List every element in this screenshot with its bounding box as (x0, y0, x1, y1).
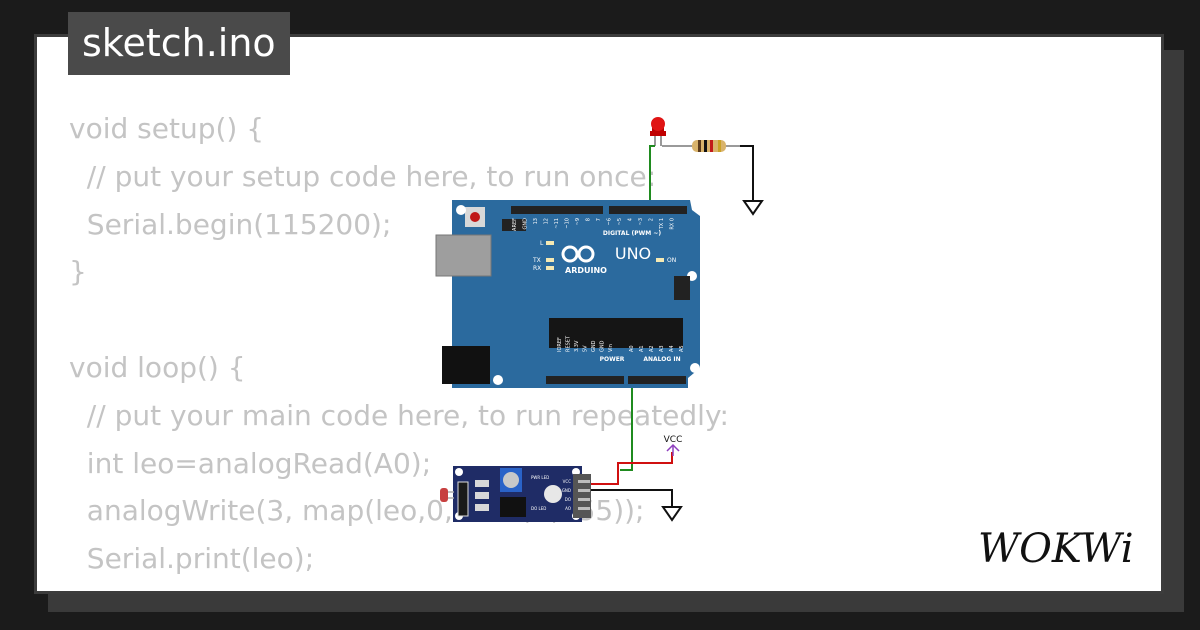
analog-header (628, 376, 686, 384)
pin-label: 4 (628, 218, 634, 221)
led-indicator (544, 485, 562, 503)
analog-header-label: ANALOG IN (643, 356, 680, 363)
usb-port (435, 234, 492, 277)
resistor[interactable] (662, 140, 740, 152)
pin-label: 7 (596, 218, 602, 221)
pin-label: ~11 (554, 218, 560, 229)
digital-header-label: DIGITAL (PWM ~) (603, 230, 661, 237)
pin-label: 5V (583, 345, 589, 352)
pin-label: 3.3V (574, 340, 580, 352)
pin-label: GND (600, 340, 606, 352)
power-jack (442, 346, 490, 384)
digital-pin-labels: AREF GND 13 12 ~11 ~10 ~9 8 7 ~6 ~5 4 ~3 2 TX 1 RX 0 (512, 218, 676, 231)
pin-label: AREF (512, 218, 518, 231)
arduino-uno-board[interactable]: UNO ARDUINO DIGITAL (PWM ~) POWER ANALOG… (435, 200, 700, 388)
sensor-pin[interactable] (578, 498, 590, 501)
code-line: } (69, 255, 87, 289)
pin-label: A4 (669, 345, 675, 352)
do-led-label: DO LED (531, 506, 546, 511)
sensor-pin-label: GND (562, 488, 571, 493)
vcc-symbol: VCC (664, 435, 683, 456)
board-model: UNO (615, 244, 651, 263)
led-on-label: ON (667, 257, 676, 264)
digital-header-right (609, 206, 687, 214)
pin-label: GND (591, 340, 597, 352)
pin-label: 2 (649, 218, 655, 221)
pin-label: RESET (566, 335, 572, 352)
sensor-pin[interactable] (578, 507, 590, 510)
pin-label: RX 0 (670, 218, 676, 230)
ground-symbol (661, 200, 764, 522)
pin-label: ~6 (607, 218, 613, 225)
atmega-chip (549, 318, 683, 348)
power-header (546, 376, 624, 384)
pwr-led-label: PWR LED (531, 475, 549, 480)
vcc-label: VCC (664, 435, 683, 445)
power-header-label: POWER (600, 356, 625, 363)
pin-label: A3 (659, 345, 665, 352)
pin-label: Vin (608, 344, 614, 352)
code-line: // put your main code here, to run repea… (69, 398, 729, 432)
code-line: // put your setup code here, to run once… (69, 159, 657, 193)
pin-label: 12 (544, 218, 550, 224)
pin-label: ~5 (617, 218, 623, 225)
pin-label: GND (523, 218, 529, 230)
code-line: } (69, 583, 729, 591)
sensor-pin-labels: VCC GND DO AO (562, 479, 590, 511)
arduino-logo-icon (561, 245, 595, 263)
photoresistor (440, 488, 448, 502)
red-led[interactable] (650, 117, 666, 146)
sensor-pin-label: DO (565, 497, 571, 502)
pin-label: ~10 (565, 218, 571, 229)
pin-label: A1 (639, 345, 645, 352)
sensor-pin-label: AO (565, 506, 571, 511)
led-l-label: L (540, 240, 544, 247)
photoresistor-sensor-module[interactable]: PWR LED DO LED VCC GND DO AO (440, 466, 591, 522)
pin-label: TX 1 (659, 218, 665, 230)
code-editor: void setup() { // put your setup code he… (69, 105, 729, 591)
sensor-pin[interactable] (578, 489, 590, 492)
analog-pin-labels: A0 A1 A2 A3 A4 A5 (629, 345, 685, 352)
sensor-pin[interactable] (578, 480, 590, 483)
code-line: void loop() { (69, 350, 246, 384)
digital-header-left (511, 206, 603, 214)
code-line: int leo=analogRead(A0); (69, 446, 432, 480)
comparator-chip (500, 497, 526, 517)
led-rx-label: RX (533, 265, 541, 272)
code-line: void setup() { (69, 112, 265, 145)
pin-label: IOREF (557, 337, 563, 352)
wokwi-logo-text: WOKWi (978, 526, 1134, 572)
code-line: Serial.begin(115200); (69, 207, 392, 241)
code-line: Serial.print(leo); (69, 542, 315, 576)
wokwi-logo: WOKWi (978, 526, 1134, 572)
pin-label: A5 (679, 345, 685, 352)
pin-label: A2 (649, 345, 655, 352)
pin-label: ~3 (638, 218, 644, 225)
board-brand: ARDUINO (565, 266, 607, 275)
pin-label: 13 (533, 218, 539, 224)
sensor-pin-label: VCC (563, 479, 572, 484)
pin-label: A0 (629, 345, 635, 352)
file-tab[interactable]: sketch.ino (68, 12, 290, 75)
pin-label: 8 (586, 218, 592, 221)
led-tx-label: TX (532, 257, 541, 264)
wires (590, 145, 754, 506)
pin-label: ~9 (575, 218, 581, 225)
